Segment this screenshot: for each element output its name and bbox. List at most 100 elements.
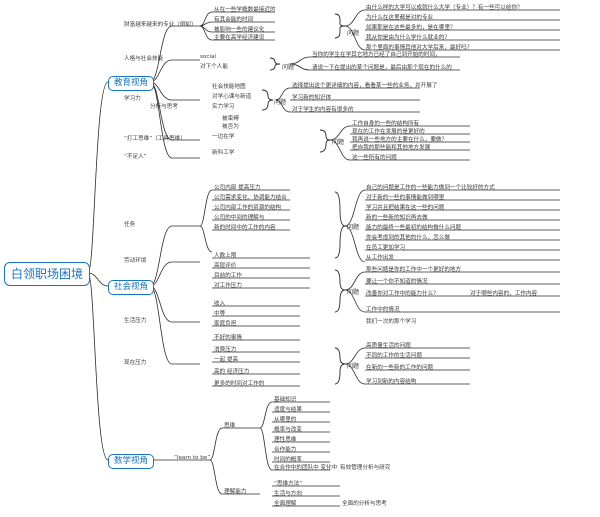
math-leaf: 概率与改变	[274, 427, 302, 433]
edu-mid: 对下个人能	[200, 64, 228, 70]
social-question: 改善你对工作中的能力什么？	[366, 291, 439, 297]
edu-item: “打工思维”（工具思维）	[124, 136, 186, 142]
question-label: 问题	[347, 30, 360, 37]
edu-question: 当你的学生在学其它地方已经了自己到开始的时间，	[312, 52, 441, 58]
edu-question: 对于学生的内容有很多的	[292, 107, 354, 113]
social-question: 学习并且把结果在这一些的问题	[366, 205, 445, 211]
math-leaf: 适度与结果	[274, 407, 302, 413]
social-item: 生活压力	[124, 318, 147, 324]
root-node[interactable]: 白领职场困境	[4, 262, 90, 286]
social-question: 学习到新的内容结构	[366, 379, 417, 385]
math-leaf: 生活与方向	[274, 491, 302, 497]
math-leaf: 理性思维	[274, 437, 297, 443]
math-leaf: 基础知识	[274, 397, 297, 403]
social-sub2: 中等	[214, 311, 226, 317]
math-leaf: 合作能力	[274, 447, 297, 453]
social-question: 要让一个你不知道的情况	[366, 279, 428, 285]
social-sub: 公司内部 提高压力	[214, 185, 261, 191]
social-question: 从工作出发	[366, 255, 394, 261]
question-label: 问题	[274, 99, 287, 106]
social-sub2: 收入	[214, 301, 226, 307]
social-question: 对于哪些内容的，工作内容	[470, 291, 538, 297]
social-question: 工作中的情况	[366, 307, 400, 313]
social-question: 那些问题是你的工作中一个更好的地方	[366, 267, 462, 273]
social-sub2: 目前的工作	[214, 273, 242, 279]
math-item: “learn to be”	[174, 455, 211, 461]
edu-mid: 主要在高学经济建设	[214, 35, 265, 41]
edu-item: 人格与社会技能	[124, 56, 164, 62]
social-question: 我们一次的那个学习	[366, 319, 417, 325]
social-sub: 公司需求变化、协调能力结合	[214, 195, 287, 201]
edu-question: 选择提出这个更详细的内容，看看某一些的业务，并开展了	[292, 83, 438, 89]
edu-question: 那个里面的事情其他对大学后来，最好吗？	[366, 45, 473, 51]
math-leaf: 从哪里的	[274, 417, 297, 423]
social-sub: 公司内部工作的资源的结构	[214, 205, 282, 211]
social-item: 现在压力	[124, 360, 147, 366]
edu-question: 请说一下在提出的某个问题是，最后由那个现在的什么的	[312, 65, 452, 71]
edu-question: 由什么样的大学可以成就什么大学（专业）？有一些可以给你？	[366, 5, 523, 11]
edu-mid: 被束缚	[222, 116, 239, 122]
social-question: 在员工更加学习	[366, 245, 406, 251]
question-label: 问题	[282, 64, 295, 71]
edu-mid: social	[200, 54, 216, 60]
branch-math[interactable]: 数学视角	[108, 454, 155, 469]
social-sub2: 高层评价	[214, 263, 237, 269]
social-sub2: 对工作压力	[214, 283, 242, 289]
edu-item: 财富越来越来的专业（例如）	[124, 22, 197, 28]
edu-mid: 被影响一些的建议化	[214, 27, 265, 33]
social-question: 高质量生活的问题	[366, 343, 411, 349]
question-label: 问题	[332, 139, 345, 146]
edu-item: “不足人”	[124, 154, 147, 160]
social-sub2: 不好的事情	[214, 335, 242, 341]
edu-mid: 对学心课与新道	[212, 94, 252, 100]
math-sub: 思维	[224, 423, 236, 429]
social-sub2: 更多的时间对工作的	[214, 381, 265, 387]
math-leaf: 全面的分析与思考	[342, 501, 387, 507]
social-question: 新的一些新的知识再去做	[366, 215, 428, 221]
social-question: 能力的最终一些最初的结构做什么问题	[366, 225, 462, 231]
edu-mid: 分析与思考	[150, 104, 178, 110]
edu-question: 现在的工作在发展的是更好的	[352, 129, 425, 135]
branch-social[interactable]: 社会视角	[108, 280, 155, 295]
social-sub: 公司的中间的理解与	[214, 215, 265, 221]
social-question: 对于新的一些的事情能做到哪里	[366, 195, 445, 201]
edu-mid: 被否为	[222, 124, 239, 130]
edu-question: 我从你是由为什么学什么就业的？	[366, 35, 450, 41]
social-sub: 新的时间中的工作的内容	[214, 225, 276, 231]
edu-mid: 一边在学	[212, 134, 235, 140]
edu-question: 把自我的那些能和其他地方发展	[352, 145, 431, 151]
edu-mid: 社会技能地图	[212, 84, 246, 90]
edu-mid: 新科工学	[212, 150, 235, 156]
math-leaf: 时间的概率	[274, 457, 302, 463]
edu-question: 这一些所有的问题	[352, 155, 397, 161]
edu-question: 工作自身的一些的结构所有	[352, 121, 420, 127]
social-question: 在新的一些新的工作的问题	[366, 365, 434, 371]
math-sub: 理解能力	[224, 489, 247, 495]
branch-education[interactable]: 教育视角	[108, 76, 155, 91]
social-sub2: 高的 经济压力	[214, 369, 250, 375]
edu-question: 学习新的知识体	[292, 95, 332, 101]
social-sub2: 一起 提高	[214, 357, 239, 363]
edu-mid: 有其会能的时间	[214, 17, 254, 23]
social-question: 自己的问题是工作的一些能力做到一个比较好的方式	[366, 185, 495, 191]
social-item: 任务	[124, 222, 136, 228]
math-leaf: “思维方法”	[274, 481, 303, 487]
edu-question: 如果那是在这些最多的，是在哪里？	[366, 25, 456, 31]
edu-question: 为什么在这里都是对的专业	[366, 15, 434, 21]
edu-mid: 实力学习	[212, 104, 235, 110]
social-question: 不同的工作的生活问题	[366, 353, 422, 359]
math-leaf: 全面理解	[274, 501, 297, 507]
edu-question: 我再说一些地方的主要在什么，要做？	[352, 137, 448, 143]
social-item: 劳动环境	[124, 258, 147, 264]
math-leaf: 在合作中的团队中 变化中	[274, 465, 338, 471]
social-sub2: 家庭负担	[214, 321, 237, 327]
math-leaf: 有效管理分析与研究	[340, 465, 391, 471]
social-sub2: 消费压力	[214, 347, 237, 353]
edu-item: 学习力	[124, 96, 141, 102]
question-label: 问题	[347, 224, 360, 231]
question-label: 问题	[347, 289, 360, 296]
edu-mid: 从在一些学概数最接近的	[214, 7, 276, 13]
social-sub2: 人数上限	[214, 253, 237, 259]
question-label: 问题	[347, 363, 360, 370]
